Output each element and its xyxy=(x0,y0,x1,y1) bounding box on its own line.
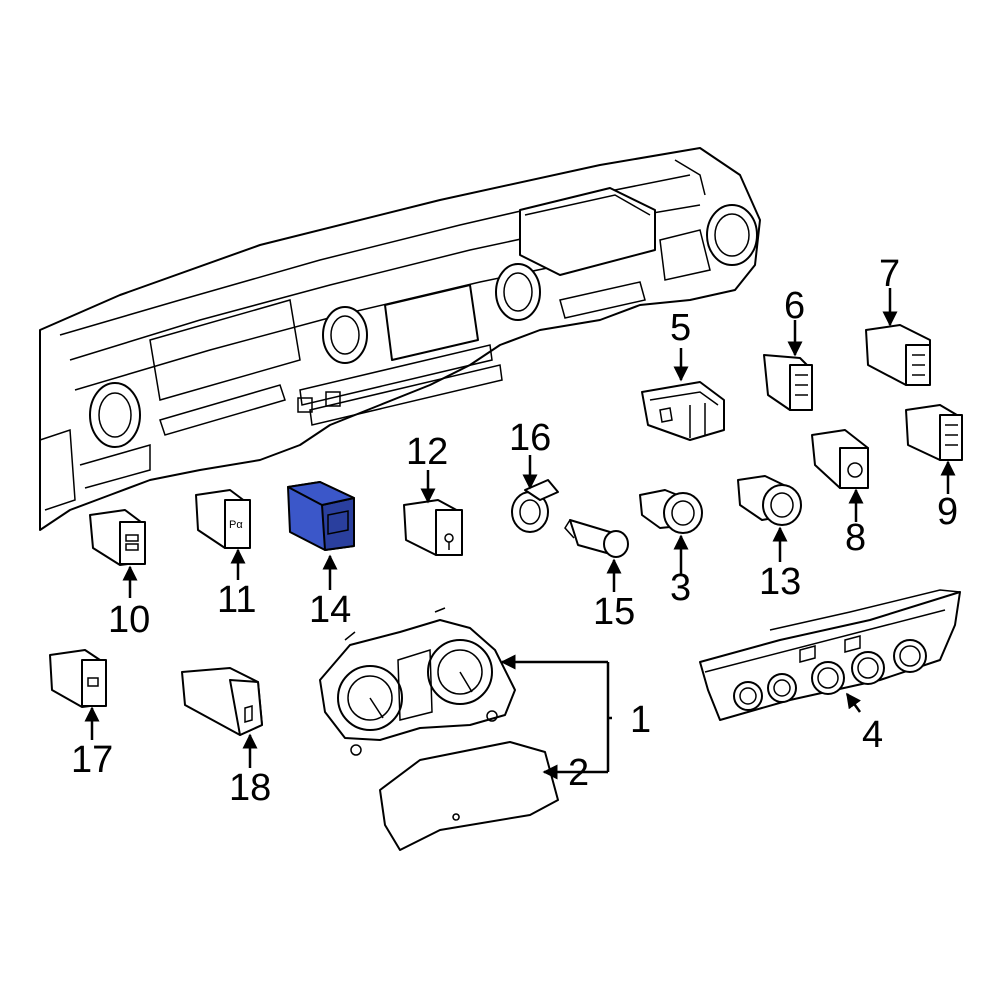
callout-7: 7 xyxy=(879,253,900,295)
part-15-plug xyxy=(564,519,629,558)
part-1-gauge-cluster xyxy=(319,607,516,756)
part-6-switch xyxy=(763,354,813,411)
callout-4: 4 xyxy=(862,714,883,756)
callout-2: 2 xyxy=(568,752,589,794)
callout-8: 8 xyxy=(845,517,866,559)
part-4-climate-panel xyxy=(699,589,961,721)
instrument-panel-drawing xyxy=(39,147,761,531)
part-13-socket xyxy=(737,475,802,526)
callout-3: 3 xyxy=(670,567,691,609)
part-5-switch xyxy=(641,381,725,441)
part-8-switch xyxy=(811,429,869,489)
part-7-switch xyxy=(865,324,931,386)
callout-15: 15 xyxy=(593,591,635,633)
callout-18: 18 xyxy=(229,767,271,809)
part-2-lens xyxy=(379,741,559,851)
callout-16: 16 xyxy=(509,417,551,459)
callout-1: 1 xyxy=(630,699,651,741)
part-12-switch xyxy=(403,499,463,556)
callout-11: 11 xyxy=(217,579,256,621)
part-16-socket xyxy=(511,479,559,533)
part-10-switch xyxy=(89,509,146,566)
callout-labels: 1 2 3 4 5 6 7 8 9 10 11 12 13 14 15 16 1… xyxy=(71,253,958,809)
part-9-switch xyxy=(905,404,963,461)
callout-13: 13 xyxy=(759,561,801,603)
callout-12: 12 xyxy=(406,431,448,473)
part-11-switch: Pα xyxy=(195,489,251,549)
part-17-switch xyxy=(49,649,107,708)
callout-5: 5 xyxy=(670,307,691,349)
callout-9: 9 xyxy=(937,491,958,533)
part-14-switch-highlighted xyxy=(287,481,355,551)
part-18-switch xyxy=(181,667,263,736)
part-3-socket xyxy=(639,489,703,534)
part-11-glyph: Pα xyxy=(229,519,243,531)
callout-17: 17 xyxy=(71,739,113,781)
callout-14: 14 xyxy=(309,589,351,631)
callout-10: 10 xyxy=(108,599,150,641)
callout-6: 6 xyxy=(784,285,805,327)
